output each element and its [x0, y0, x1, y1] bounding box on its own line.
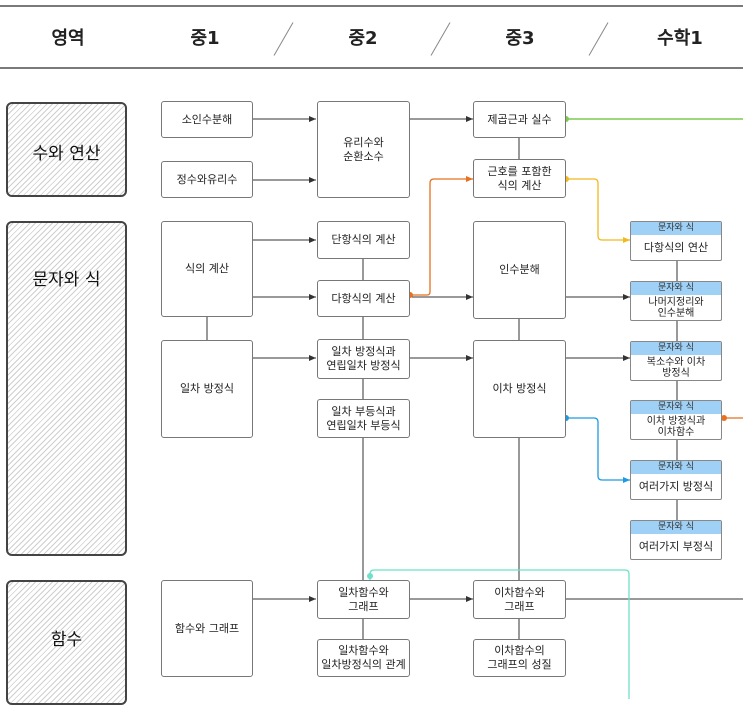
box-monomial-calc: 단항식의 계산	[317, 221, 410, 259]
tag-body: 다항식의 연산	[643, 241, 709, 254]
tag-quadratic-function: 문자와 식 이차 방정식과 이차함수	[630, 400, 722, 440]
tag-body: 이차 방정식과 이차함수	[646, 415, 706, 438]
box-expression-calc: 식의 계산	[161, 221, 253, 317]
header-area: 영역	[51, 28, 85, 49]
area-label: 수와 연산	[32, 144, 101, 164]
tag-complex-quadratic: 문자와 식 복소수와 이차 방정식	[630, 341, 722, 381]
area-functions: 함수	[6, 580, 127, 705]
box-quadratic-function-graph: 이차함수와 그래프	[473, 580, 566, 619]
box-linear-equation: 일차 방정식	[161, 340, 253, 438]
tag-header: 문자와 식	[631, 521, 721, 534]
box-quadratic-function-properties: 이차함수의 그래프의 성질	[473, 639, 566, 677]
tag-header: 문자와 식	[631, 342, 721, 355]
tag-body: 복소수와 이차 방정식	[646, 356, 706, 379]
area-letters-expressions: 문자와 식	[6, 221, 127, 556]
tag-header: 문자와 식	[631, 461, 721, 474]
header-bottom-rule	[0, 67, 743, 69]
box-polynomial-calc: 다항식의 계산	[317, 280, 410, 317]
tag-header: 문자와 식	[631, 282, 721, 295]
tag-body: 여러가지 방정식	[638, 480, 714, 493]
box-linear-inequalities: 일차 부등식과 연립일차 부등식	[317, 399, 410, 438]
box-integers-rationals: 정수와유리수	[161, 161, 253, 198]
box-linear-function-relation: 일차함수와 일차방정식의 관계	[317, 639, 410, 677]
box-system-equations: 일차 방정식과 연립일차 방정식	[317, 339, 410, 379]
tag-body: 여러가지 부정식	[638, 540, 714, 553]
area-number-operations: 수와 연산	[6, 102, 127, 197]
tag-body: 나머지정리와 인수분해	[648, 296, 704, 319]
box-square-roots: 제곱근과 실수	[473, 101, 566, 138]
tag-polynomial-operations: 문자와 식 다항식의 연산	[630, 221, 722, 261]
tag-header: 문자와 식	[631, 401, 721, 414]
tag-various-equations: 문자와 식 여러가지 방정식	[630, 460, 722, 500]
box-functions-graphs: 함수와 그래프	[161, 580, 253, 677]
header-top-rule	[0, 5, 743, 7]
box-quadratic-equation: 이차 방정식	[473, 340, 566, 438]
area-label: 문자와 식	[32, 270, 101, 290]
box-linear-function-graph: 일차함수와 그래프	[317, 580, 410, 619]
box-prime-factorization: 소인수분해	[161, 101, 253, 138]
tag-various-inequalities: 문자와 식 여러가지 부정식	[630, 520, 722, 560]
box-radical-calc: 근호를 포함한 식의 계산	[473, 159, 566, 198]
tag-header: 문자와 식	[631, 222, 721, 235]
header-math1: 수학1	[657, 28, 703, 49]
box-rational-repeating: 유리수와 순환소수	[317, 101, 410, 198]
header-grade1: 중1	[190, 28, 220, 49]
box-factorization: 인수분해	[473, 221, 566, 319]
header-grade2: 중2	[348, 28, 378, 49]
tag-remainder-theorem: 문자와 식 나머지정리와 인수분해	[630, 281, 722, 321]
header-grade3: 중3	[505, 28, 535, 49]
header-row: 영역 중1 중2 중3 수학1	[0, 0, 743, 70]
area-label: 함수	[50, 630, 83, 650]
